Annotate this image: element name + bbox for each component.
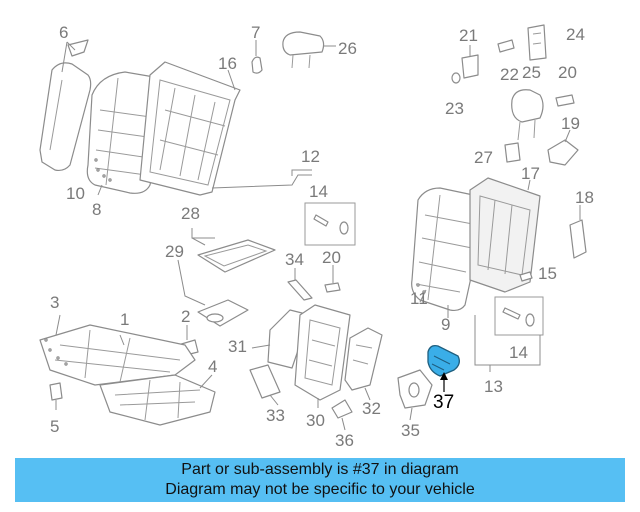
callout-26: 26 bbox=[338, 39, 357, 58]
callout-34: 34 bbox=[285, 250, 304, 269]
part-22 bbox=[497, 39, 515, 53]
callout-24: 24 bbox=[566, 25, 585, 44]
part-34 bbox=[287, 279, 313, 301]
headrest-26 bbox=[282, 31, 325, 69]
side-trim-panel bbox=[39, 39, 92, 172]
cup-holder bbox=[197, 299, 249, 327]
part-19 bbox=[547, 139, 579, 166]
callout-21: 21 bbox=[459, 26, 478, 45]
bolt-20-right bbox=[555, 94, 575, 107]
part-37-highlighted bbox=[427, 344, 460, 377]
callout-28: 28 bbox=[181, 204, 200, 223]
callout-6: 6 bbox=[59, 23, 68, 42]
info-banner: Part or sub-assembly is #37 in diagram D… bbox=[15, 458, 625, 502]
part-21 bbox=[461, 54, 479, 79]
callout-4: 4 bbox=[208, 357, 217, 376]
callout-10: 10 bbox=[66, 184, 85, 203]
part-18 bbox=[569, 219, 587, 259]
callout-5: 5 bbox=[50, 417, 59, 436]
callout-16: 16 bbox=[218, 54, 237, 73]
callout-37: 37 bbox=[433, 392, 454, 413]
banner-line-2: Diagram may not be specific to your vehi… bbox=[165, 481, 475, 498]
part-24 bbox=[527, 24, 547, 61]
callout-23: 23 bbox=[445, 99, 464, 118]
callout-3: 3 bbox=[50, 293, 59, 312]
callout-33: 33 bbox=[266, 406, 285, 425]
armrest-tray bbox=[197, 239, 276, 273]
callout-2: 2 bbox=[181, 307, 190, 326]
callout-11: 11 bbox=[410, 289, 428, 308]
callout-19: 19 bbox=[561, 114, 580, 133]
callout-18: 18 bbox=[575, 188, 594, 207]
callout-17: 17 bbox=[521, 164, 540, 183]
callout-20a: 20 bbox=[322, 248, 341, 267]
part-33 bbox=[249, 364, 281, 399]
callout-32: 32 bbox=[362, 399, 381, 418]
callout-29: 29 bbox=[165, 242, 184, 261]
banner-line-1: Part or sub-assembly is #37 in diagram bbox=[181, 461, 459, 478]
part-5 bbox=[49, 382, 63, 401]
callout-1: 1 bbox=[120, 310, 129, 329]
callout-36: 36 bbox=[335, 431, 354, 450]
callout-7: 7 bbox=[251, 23, 260, 42]
part-27 bbox=[504, 142, 521, 163]
callout-8: 8 bbox=[92, 200, 101, 219]
bolt-20 bbox=[324, 282, 341, 293]
callout-14a: 14 bbox=[309, 182, 328, 201]
callout-35: 35 bbox=[401, 421, 420, 440]
seat-cushion bbox=[39, 324, 196, 386]
callout-12: 12 bbox=[301, 147, 320, 166]
seat-frame bbox=[99, 374, 216, 426]
parts-diagram: 1 2 3 4 5 6 7 8 9 10 11 12 13 14 14 15 1… bbox=[39, 23, 594, 450]
part-36 bbox=[331, 399, 353, 419]
callout-30: 30 bbox=[306, 411, 325, 430]
callout-9: 9 bbox=[441, 315, 450, 334]
seatback-frame bbox=[139, 61, 241, 196]
callout-20b: 20 bbox=[558, 63, 577, 82]
callout-31: 31 bbox=[228, 337, 247, 356]
callout-22: 22 bbox=[500, 65, 519, 84]
console-frame-30 bbox=[294, 304, 351, 401]
callout-25: 25 bbox=[522, 63, 541, 82]
part-23 bbox=[451, 72, 461, 84]
callout-15: 15 bbox=[538, 264, 557, 283]
callout-27: 27 bbox=[474, 148, 493, 167]
bracket-35 bbox=[397, 369, 433, 409]
right-seatback-cushion bbox=[411, 187, 486, 312]
callout-14b: 14 bbox=[509, 343, 528, 362]
console-trim-32 bbox=[344, 327, 383, 391]
part-15 bbox=[519, 271, 533, 282]
callout-13: 13 bbox=[484, 377, 503, 396]
part-7 bbox=[251, 56, 263, 74]
headrest-25 bbox=[511, 89, 544, 141]
